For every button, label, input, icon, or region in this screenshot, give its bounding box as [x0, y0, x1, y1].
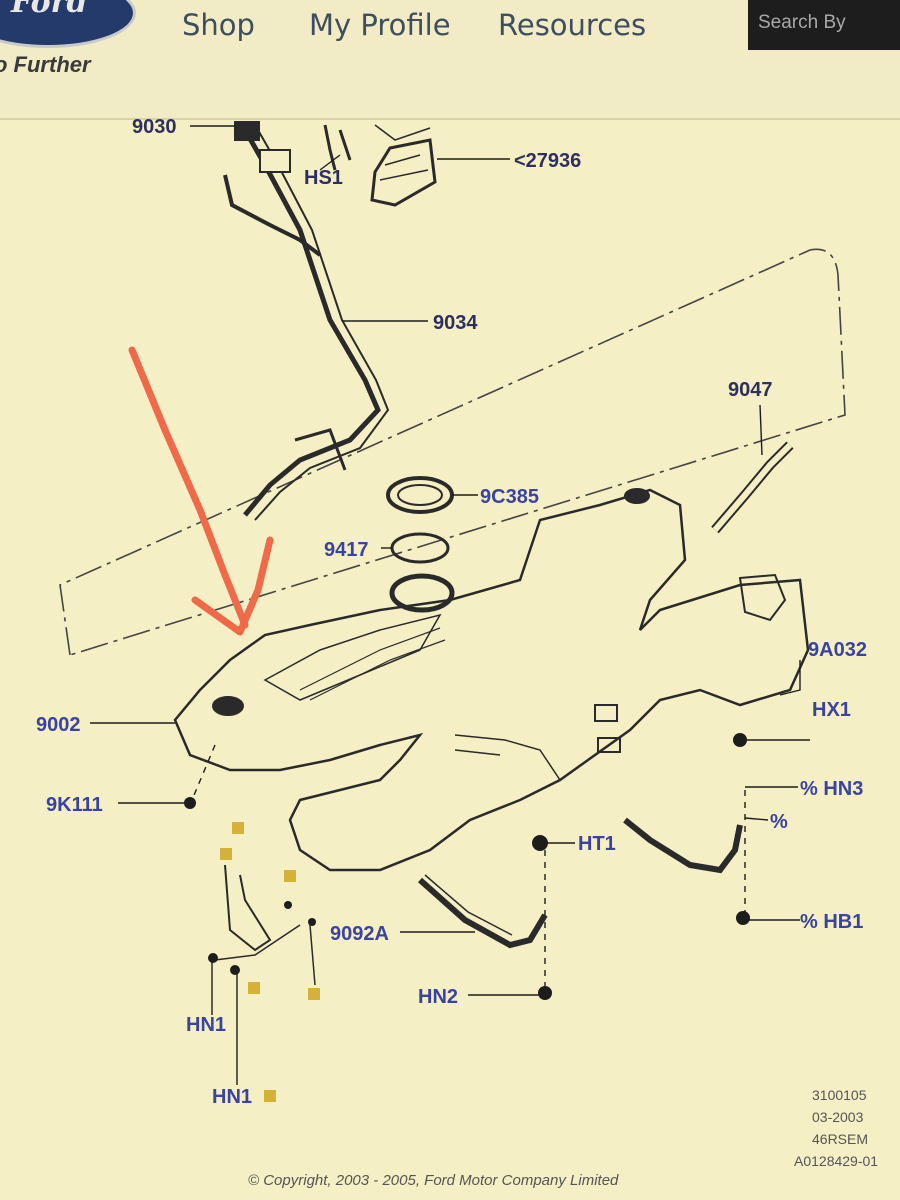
label-hx1: HX1	[812, 699, 851, 721]
filler-pipe-9034	[223, 121, 390, 521]
label-hn2: HN2	[418, 986, 458, 1008]
fuel-tank-9002	[173, 488, 810, 872]
strap-ht1	[623, 817, 743, 874]
label-hb1: % HB1	[800, 911, 863, 933]
logo-text: Ford	[11, 0, 88, 20]
strap-9092a	[418, 874, 548, 949]
dashed-boundary	[59, 248, 846, 656]
ford-logo[interactable]: Ford	[0, 0, 136, 48]
ref-code-1: 3100105	[812, 1087, 867, 1103]
label-hn1-upper: HN1	[186, 1014, 226, 1036]
nav-shop[interactable]: Shop	[182, 8, 255, 42]
ref-code-3: 46RSEM	[812, 1131, 868, 1147]
hose-9047	[711, 441, 794, 534]
label-9030: 9030	[132, 118, 177, 138]
nav-my-profile[interactable]: My Profile	[309, 8, 451, 42]
label-9092a: 9092A	[330, 923, 389, 945]
brand-tagline: o Further	[0, 52, 91, 77]
label-9417: 9417	[324, 539, 369, 561]
label-ht1: HT1	[578, 833, 616, 855]
label-hs1: HS1	[304, 167, 343, 189]
label-percent: %	[770, 811, 788, 833]
label-9002: 9002	[36, 714, 81, 736]
label-9047: 9047	[728, 379, 773, 401]
search-input[interactable]: Search By	[748, 0, 900, 50]
label-27936: <27936	[514, 150, 581, 172]
label-hn1-lower: HN1	[212, 1086, 252, 1108]
nav-resources[interactable]: Resources	[498, 8, 647, 42]
label-9034: 9034	[433, 312, 478, 334]
label-9a032: 9A032	[808, 639, 867, 661]
ring-9417	[390, 532, 450, 564]
fastener-hb1	[736, 911, 750, 925]
site-header: Ford o Further Shop My Profile Resources…	[0, 0, 900, 120]
fuel-tank-parts-diagram: 9030 HS1 <27936 9034 9047 9C385 9417 900…	[36, 118, 878, 1169]
bracket-27936	[370, 124, 437, 207]
ref-code-2: 03-2003	[812, 1109, 864, 1125]
fastener-9k111	[184, 797, 196, 809]
copyright-notice: © Copyright, 2003 - 2005, Ford Motor Com…	[248, 1172, 619, 1189]
ref-code-4: A0128429-01	[794, 1153, 878, 1169]
ring-lower	[389, 573, 455, 613]
fastener-hn2	[538, 986, 552, 1000]
fastener-ht1	[532, 835, 548, 851]
label-9c385: 9C385	[480, 486, 539, 508]
annotation-arrow	[128, 346, 274, 636]
fastener-hx1	[733, 733, 747, 747]
label-hn3: % HN3	[800, 778, 863, 800]
bracket-assembly	[214, 864, 316, 986]
label-9k111: 9K111	[46, 794, 103, 816]
